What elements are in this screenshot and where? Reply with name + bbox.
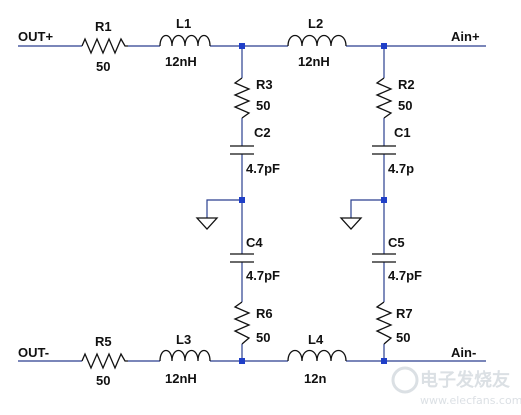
resistor-r6 — [233, 301, 251, 345]
junction-top-left — [239, 43, 245, 49]
label-c4-name: C4 — [246, 235, 263, 250]
ground-symbol-right — [339, 217, 363, 230]
watermark-text: 电子发烧友 — [420, 369, 510, 391]
inductor-l2 — [287, 34, 347, 47]
label-r6-value: 50 — [256, 330, 270, 345]
port-label-out-neg: OUT- — [18, 345, 49, 360]
port-label-ain-pos: Ain+ — [451, 29, 480, 44]
junction-top-right — [381, 43, 387, 49]
resistor-r7 — [375, 301, 393, 345]
resistor-r5 — [81, 352, 128, 370]
label-c5-value: 4.7pF — [388, 268, 422, 283]
inductor-l1 — [159, 34, 211, 47]
label-r7-value: 50 — [396, 330, 410, 345]
capacitor-c1 — [372, 145, 396, 155]
watermark-logo-icon — [391, 366, 419, 394]
resistor-r3 — [233, 77, 251, 119]
junction-mid-left — [239, 197, 245, 203]
capacitor-c4 — [230, 253, 254, 263]
inductor-l3 — [159, 349, 211, 362]
junction-mid-right — [381, 197, 387, 203]
label-r2-name: R2 — [398, 77, 415, 92]
label-c2-name: C2 — [254, 125, 271, 140]
label-c1-name: C1 — [394, 125, 411, 140]
junction-bottom-left — [239, 358, 245, 364]
label-l3-value: 12nH — [165, 371, 197, 386]
wire-right-ground — [350, 199, 384, 218]
label-r1-name: R1 — [95, 19, 112, 34]
capacitor-c5 — [372, 253, 396, 263]
label-c5-name: C5 — [388, 235, 405, 250]
label-r2-value: 50 — [398, 98, 412, 113]
label-r7-name: R7 — [396, 306, 413, 321]
ground-symbol-left — [195, 217, 219, 230]
label-r5-name: R5 — [95, 334, 112, 349]
junction-bottom-right — [381, 358, 387, 364]
capacitor-c2 — [230, 145, 254, 155]
label-r3-value: 50 — [256, 98, 270, 113]
label-r3-name: R3 — [256, 77, 273, 92]
wire-left-ground — [206, 199, 242, 218]
label-c1-value: 4.7p — [388, 161, 414, 176]
watermark: 电子发烧友 www.elecfans.com — [391, 366, 521, 407]
wires — [18, 45, 486, 362]
label-c2-value: 4.7pF — [246, 161, 280, 176]
label-l1-name: L1 — [176, 16, 191, 31]
port-label-out-pos: OUT+ — [18, 29, 53, 44]
label-l4-name: L4 — [308, 332, 324, 347]
label-r6-name: R6 — [256, 306, 273, 321]
label-r1-value: 50 — [96, 59, 110, 74]
label-l3-name: L3 — [176, 332, 191, 347]
resistor-r2 — [375, 77, 393, 119]
label-r5-value: 50 — [96, 373, 110, 388]
label-l2-name: L2 — [308, 16, 323, 31]
label-l2-value: 12nH — [298, 54, 330, 69]
port-label-ain-neg: Ain- — [451, 345, 476, 360]
label-l4-value: 12n — [304, 371, 326, 386]
resistor-r1 — [81, 37, 128, 55]
watermark-url: www.elecfans.com — [420, 394, 521, 407]
label-c4-value: 4.7pF — [246, 268, 280, 283]
inductor-l4 — [287, 349, 347, 362]
label-l1-value: 12nH — [165, 54, 197, 69]
